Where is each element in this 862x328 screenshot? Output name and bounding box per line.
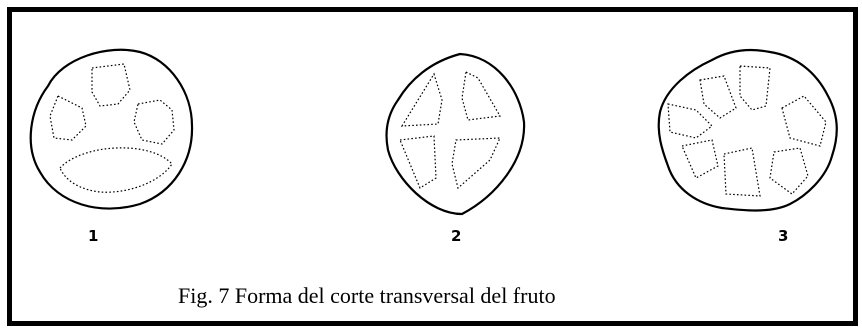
label-1: 1	[88, 227, 99, 245]
figure-caption: Fig. 7 Forma del corte transversal del f…	[178, 283, 556, 308]
label-2: 2	[451, 227, 462, 245]
cross-section-2	[385, 52, 526, 216]
cross-section-3	[657, 49, 838, 212]
label-3: 3	[778, 227, 789, 245]
figure-frame	[7, 7, 858, 326]
cross-section-1	[29, 48, 194, 210]
